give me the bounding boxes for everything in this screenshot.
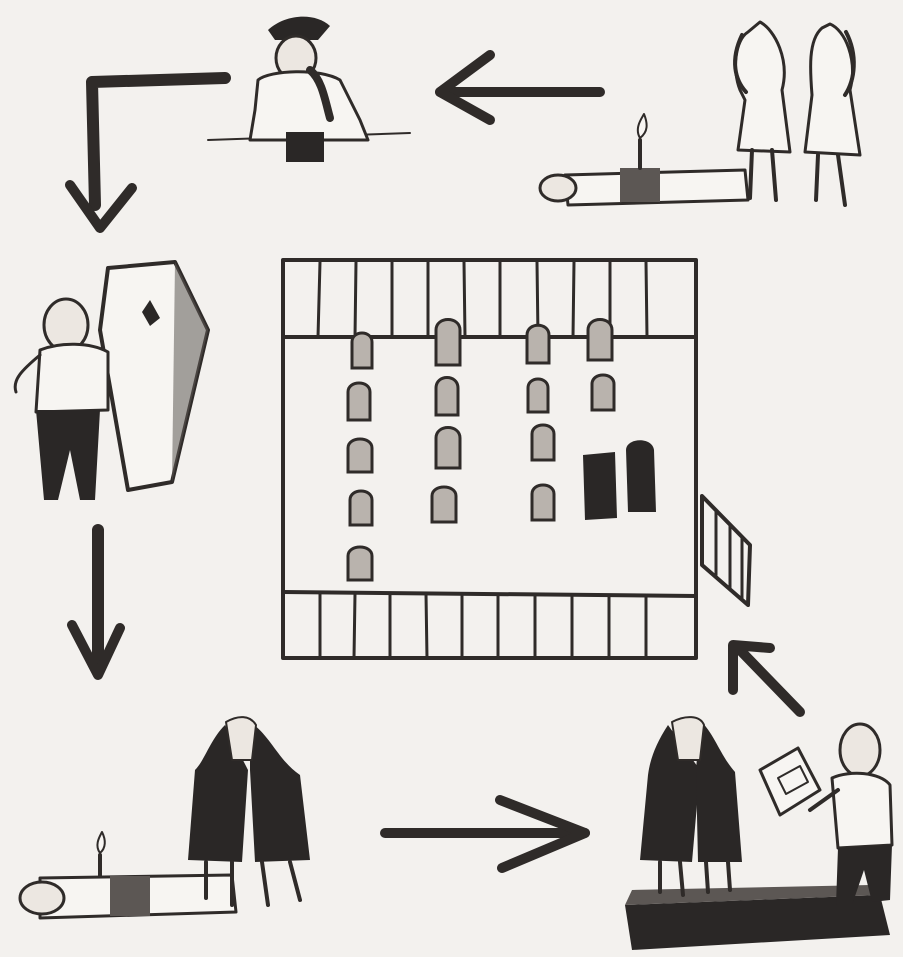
dead-man-figure xyxy=(538,113,750,207)
arrow-up-right xyxy=(728,640,805,717)
laid-out-body xyxy=(18,831,238,920)
grieving-woman-right xyxy=(803,22,862,207)
scene-wake xyxy=(18,716,310,920)
scene-police-report xyxy=(207,16,411,162)
police-officer-figure xyxy=(248,16,370,162)
cemetery-gate xyxy=(700,494,752,607)
mourning-widows-pair xyxy=(188,716,310,907)
grieving-woman-left xyxy=(733,20,792,202)
coffin-upright xyxy=(98,260,210,492)
arrow-left-top xyxy=(435,50,605,125)
fence-top xyxy=(281,260,698,339)
salesman-figure xyxy=(808,722,894,905)
man-with-coffin xyxy=(13,297,110,500)
scene-coffin-purchase xyxy=(13,260,210,500)
fence-bottom xyxy=(281,590,698,660)
cemetery-plan xyxy=(281,258,752,660)
sale-document xyxy=(758,746,822,817)
coffin-lying xyxy=(625,885,890,950)
arrow-down-left xyxy=(67,524,125,680)
scene-death-at-home xyxy=(538,20,862,207)
gravestones xyxy=(346,318,656,582)
widows-pair-right xyxy=(640,716,742,897)
arrow-right-bottom xyxy=(380,795,590,873)
scene-burial-sale xyxy=(625,716,894,950)
arrow-top-left-turn xyxy=(65,72,231,233)
